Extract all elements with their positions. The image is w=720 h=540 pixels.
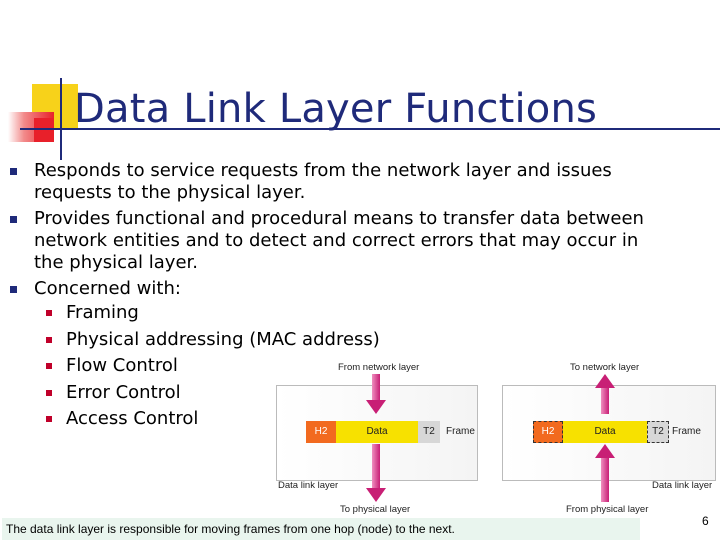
sub-bullet-text: Framing (66, 302, 139, 323)
data-link-layer-label: Data link layer (278, 480, 339, 491)
trailer-t2-cell: T2 (418, 421, 440, 443)
down-arrow-icon (366, 374, 386, 414)
data-cell: Data (336, 421, 418, 443)
from-physical-layer-label: From physical layer (566, 504, 649, 515)
title-underline (20, 128, 720, 130)
down-arrow-icon (366, 444, 386, 502)
from-network-layer-label: From network layer (338, 362, 420, 373)
decor-vertical-line (60, 78, 62, 160)
sub-bullet-text: Flow Control (66, 355, 178, 376)
bullet-item: Provides functional and procedural means… (8, 208, 648, 274)
square-bullet-icon (10, 168, 17, 175)
square-bullet-icon (10, 216, 17, 223)
square-bullet-icon (10, 286, 17, 293)
sub-bullet-item: Error Control (34, 382, 648, 404)
square-bullet-icon (46, 310, 52, 316)
bullet-item: Concerned with: Framing Physical address… (8, 278, 648, 430)
data-cell: Data (563, 421, 647, 443)
page-title: Data Link Layer Functions (74, 86, 598, 132)
trailer-t2-cell: T2 (647, 421, 669, 443)
up-arrow-icon (595, 444, 615, 502)
up-arrow-icon (595, 374, 615, 414)
bullet-item: Responds to service requests from the ne… (8, 160, 648, 204)
to-physical-layer-label: To physical layer (340, 504, 411, 515)
bullet-text: Concerned with: (34, 278, 181, 299)
square-bullet-icon (46, 416, 52, 422)
sub-bullet-item: Framing (34, 302, 648, 324)
square-bullet-icon (46, 363, 52, 369)
sub-bullet-list: Framing Physical addressing (MAC address… (34, 302, 648, 430)
data-link-layer-label: Data link layer (652, 480, 713, 491)
page-number: 6 (702, 514, 709, 528)
header-h2-cell: H2 (533, 421, 563, 443)
sub-bullet-item: Physical addressing (MAC address) (34, 329, 648, 351)
sub-bullet-text: Access Control (66, 408, 199, 429)
square-bullet-icon (46, 389, 52, 396)
bullet-list: Responds to service requests from the ne… (8, 160, 648, 435)
decor-red-square (34, 118, 54, 142)
sub-bullet-text: Physical addressing (MAC address) (66, 328, 380, 350)
sub-bullet-item: Access Control (34, 408, 648, 430)
sub-bullet-item: Flow Control (34, 355, 648, 377)
square-bullet-icon (46, 336, 52, 343)
bullet-text: Responds to service requests from the ne… (34, 160, 612, 203)
to-network-layer-label: To network layer (570, 362, 640, 373)
sub-bullet-text: Error Control (66, 381, 181, 403)
header-h2-cell: H2 (306, 421, 336, 443)
bullet-text: Provides functional and procedural means… (34, 208, 644, 273)
frame-label: Frame (446, 426, 475, 437)
caption-bar: The data link layer is responsible for m… (2, 518, 640, 540)
frame-label: Frame (672, 426, 701, 437)
